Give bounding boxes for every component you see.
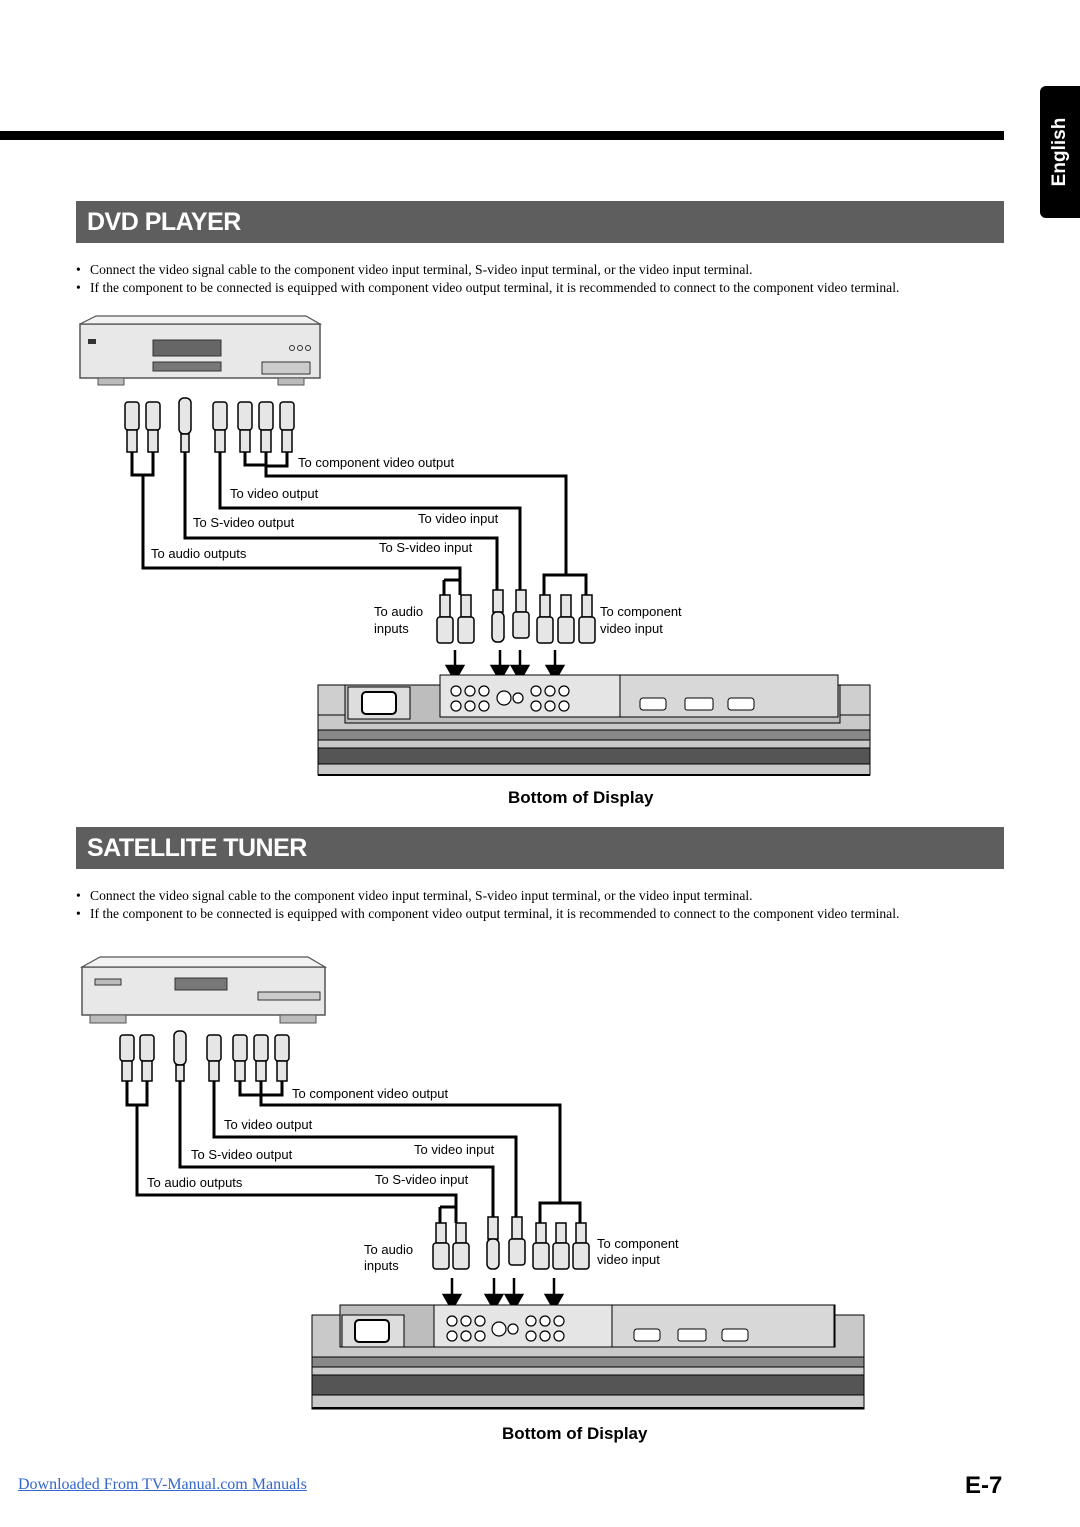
label-component-out: To component video output: [292, 1086, 448, 1101]
bullet-item: If the component to be connected is equi…: [76, 905, 1002, 923]
cable-lines: [125, 1081, 582, 1227]
label-component-out: To component video output: [298, 455, 454, 470]
diagram-caption: Bottom of Display: [502, 1424, 648, 1443]
bullet-list: Connect the video signal cable to the co…: [76, 261, 1002, 296]
section-banner-satellite-tuner: SATELLITE TUNER: [76, 827, 1004, 869]
language-tab: English: [1040, 86, 1080, 218]
section-title: SATELLITE TUNER: [87, 834, 307, 862]
language-tab-label: English: [1049, 117, 1070, 187]
satellite-connection-diagram: To component video output To video outpu…: [79, 956, 865, 1410]
label-audio-in-1: To audio: [374, 604, 423, 619]
display-bottom-panel: [311, 1304, 865, 1410]
section-banner-dvd-player: DVD PLAYER: [76, 201, 1004, 243]
label-video-out: To video output: [230, 486, 319, 501]
bullet-item: Connect the video signal cable to the co…: [76, 887, 1002, 905]
display-input-plugs: [436, 589, 596, 644]
bullet-item: If the component to be connected is equi…: [76, 279, 1002, 297]
section-title: DVD PLAYER: [87, 208, 241, 236]
label-video-in: To video input: [414, 1142, 495, 1157]
footer-download-link[interactable]: Downloaded From TV-Manual.com Manuals: [18, 1476, 307, 1493]
top-rule: [0, 131, 1004, 140]
dvd-connection-diagram: To component video output To video outpu…: [79, 315, 871, 776]
label-component-in-1: To component: [600, 604, 682, 619]
satellite-tuner-device: [79, 956, 328, 1024]
bullet-list: Connect the video signal cable to the co…: [76, 887, 1002, 922]
connection-arrows: [441, 1278, 565, 1312]
dvd-player-device: [79, 315, 323, 386]
device-output-plugs: [119, 1030, 290, 1082]
label-audio-out: To audio outputs: [151, 546, 247, 561]
label-video-out: To video output: [224, 1117, 313, 1132]
label-component-in-1: To component: [597, 1236, 679, 1251]
display-bottom-panel: [317, 674, 871, 776]
label-svideo-in: To S-video input: [375, 1172, 469, 1187]
label-svideo-in: To S-video input: [379, 540, 473, 555]
label-audio-out: To audio outputs: [147, 1175, 243, 1190]
label-audio-in-2: inputs: [364, 1258, 399, 1273]
page-number: E-7: [965, 1472, 1003, 1499]
label-svideo-out: To S-video output: [191, 1147, 293, 1162]
device-output-plugs: [124, 397, 295, 453]
cable-lines: [130, 452, 588, 600]
label-audio-in-1: To audio: [364, 1242, 413, 1257]
display-input-plugs: [432, 1216, 590, 1270]
label-svideo-out: To S-video output: [193, 515, 295, 530]
diagram-caption: Bottom of Display: [508, 788, 654, 807]
label-video-in: To video input: [418, 511, 499, 526]
label-audio-in-2: inputs: [374, 621, 409, 636]
bullet-item: Connect the video signal cable to the co…: [76, 261, 1002, 279]
connection-arrows: [444, 650, 566, 683]
label-component-in-2: video input: [600, 621, 663, 636]
label-component-in-2: video input: [597, 1252, 660, 1267]
